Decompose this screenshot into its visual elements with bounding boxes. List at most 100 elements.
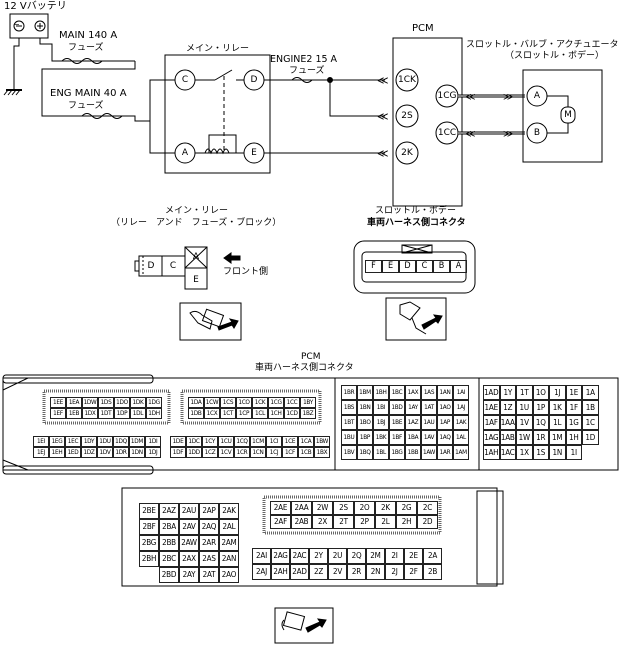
throttle-pin: A <box>450 260 467 273</box>
pcm-terminal-2k: 2K <box>401 148 413 158</box>
pcm-pin: 1BS <box>341 400 357 415</box>
pcm-pin: 1BU <box>341 430 357 445</box>
svg-text:≪: ≪ <box>377 74 389 87</box>
pcm-pin: 1DW <box>82 397 98 408</box>
pcm-pin: 1BD <box>389 400 405 415</box>
pcm-pin: 1AD <box>483 385 500 400</box>
pcm-pin: 1BR <box>341 385 357 400</box>
pcm-pin: 1EG <box>49 436 65 447</box>
fuse-engine2-sub: フューズ <box>289 66 325 76</box>
pcm-pin: 1H <box>565 430 582 445</box>
pcm-pin: 2I <box>385 548 404 564</box>
pcm-pin: 1D <box>582 430 599 445</box>
pcm-pin: 1BG <box>389 445 405 460</box>
pcm-pin: 1B <box>582 400 599 415</box>
pcm-pin: 2AN <box>219 551 239 567</box>
pcm-pin: 2D <box>417 515 438 529</box>
pcm-pin: 1EE <box>50 397 66 408</box>
pcm-pin: 2AY <box>179 567 199 583</box>
pcm-pin: 2A <box>423 548 442 564</box>
battery-negative-icon <box>13 20 25 32</box>
pcm-pin: 1CV <box>218 447 234 458</box>
pcm-pin: 1CB <box>298 447 314 458</box>
pcm-pin: 1AW <box>421 445 437 460</box>
pcm-pin: 1N <box>549 445 566 460</box>
pcm-pin: 1CL <box>252 408 268 419</box>
pcm-pin: 1CE <box>282 436 298 447</box>
pcm-pin: 1O <box>532 385 549 400</box>
pcm-pin: 1CX <box>204 408 220 419</box>
svg-text:≪: ≪ <box>465 92 475 103</box>
pcm-pin: 2AU <box>179 503 199 519</box>
throttle-pin: C <box>416 260 433 273</box>
throttle-actuator-box <box>522 69 603 163</box>
battery-positive-icon <box>34 20 46 32</box>
pcm-pin: 1BQ <box>357 445 373 460</box>
relay-terminal-a: A <box>181 148 189 158</box>
main-fuse-icon <box>61 58 103 64</box>
pcm-pin: 1AI <box>453 385 469 400</box>
pcm-pin: 1CY <box>202 436 218 447</box>
pcm-pin: 2AB <box>291 515 312 529</box>
pcm-pin: 1CN <box>250 447 266 458</box>
pcm-pin: 2P <box>354 515 375 529</box>
pcm-pin: 2AL <box>219 519 239 535</box>
pcm-pin: 2BC <box>159 551 179 567</box>
pcm-pin: 2AF <box>270 515 291 529</box>
pcm-pin: 1EF <box>50 408 66 419</box>
pcm-connector-subtitle: 車両ハーネス側コネクタ <box>255 363 354 373</box>
throttle-pin: D <box>399 260 416 273</box>
pcm-pin: 2AQ <box>199 519 219 535</box>
pcm-pin: 1DY <box>81 436 97 447</box>
pcm-pin: 1V <box>516 415 533 430</box>
svg-text:≪: ≪ <box>377 110 389 123</box>
pcm-pin: 2BB <box>159 535 179 551</box>
pcm-pin: 1AY <box>405 400 421 415</box>
relay-pin-e: E <box>193 275 199 285</box>
pcm-pin: 1AF <box>483 415 500 430</box>
pcm-pin: 1AL <box>453 430 469 445</box>
pcm-pin: 1DC <box>186 436 202 447</box>
pcm-pin: 1BP <box>357 430 373 445</box>
pcm-pin: 1CM <box>250 436 266 447</box>
pcm-pin: 1EJ <box>33 447 49 458</box>
pcm-pin: 1AE <box>483 400 500 415</box>
pcm-pin: 1BN <box>357 400 373 415</box>
pcm-pin: 2Y <box>309 548 328 564</box>
pcm-pin: 1Y <box>499 385 516 400</box>
pcm-pin: 2S <box>333 501 354 515</box>
pcm-pin: 1DH <box>146 408 162 419</box>
pcm-pin: 1AO <box>437 400 453 415</box>
relay-terminal-d: D <box>250 75 258 85</box>
pcm-pin: 2J <box>385 564 404 580</box>
pcm-pin: 2N <box>366 564 385 580</box>
pcm-pin: 2BF <box>139 519 159 535</box>
pcm-pin: 1CQ <box>234 436 250 447</box>
relay-connector-subtitle: （リレー アンド フューズ・ブロック） <box>111 218 282 228</box>
pcm-pin: 1BM <box>357 385 373 400</box>
pcm-pin: 1EH <box>49 447 65 458</box>
relay-pin-c: C <box>169 261 177 271</box>
pcm-pin: 1BA <box>405 430 421 445</box>
pcm-pin: 1A <box>582 385 599 400</box>
pcm-pin: 1AA <box>499 415 516 430</box>
pcm-pin: 1AN <box>437 385 453 400</box>
pcm-pin: 1DV <box>97 447 113 458</box>
pcm-pin: 1BJ <box>373 415 389 430</box>
pcm-pin: 1DJ <box>145 447 161 458</box>
motor-label: M <box>564 110 572 120</box>
pcm-pin <box>139 567 159 583</box>
pcm-pin: 1BO <box>357 415 373 430</box>
pcm-pin: 2AO <box>219 567 239 583</box>
